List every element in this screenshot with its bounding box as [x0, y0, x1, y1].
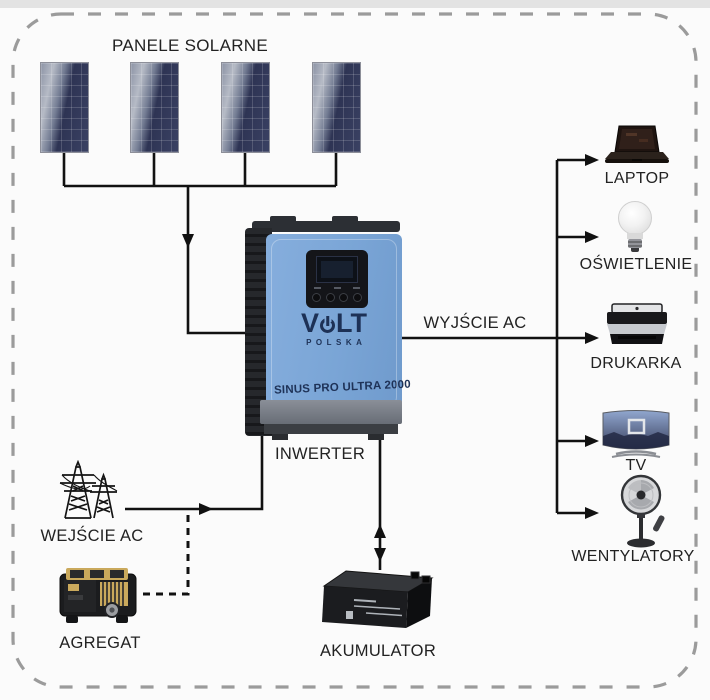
inverter-top: [252, 221, 400, 232]
solar-panel-icon: [130, 62, 179, 153]
printer-icon: [607, 303, 667, 344]
ac-input-label: WEJŚCIE AC: [40, 527, 144, 545]
device-label-tv: TV: [625, 457, 647, 474]
top-strip: [0, 0, 710, 8]
tv-icon: [602, 410, 670, 458]
volt-logo-sub: POLSKA: [306, 338, 367, 347]
arrowheads: [182, 154, 599, 562]
device-label-fans: WENTYLATORY: [571, 548, 695, 565]
generator-label: AGREGAT: [59, 634, 141, 652]
generator-icon: [59, 568, 137, 623]
battery-icon: [322, 570, 434, 628]
inverter-mount-tab: [332, 216, 358, 222]
indicator-marks: [314, 287, 360, 289]
lightbulb-icon: [614, 201, 656, 252]
inverter-mount-tab: [270, 216, 296, 222]
ac-output-trunk: [402, 160, 586, 513]
laptop-icon: [605, 125, 669, 163]
solar-panel-icon: [312, 62, 361, 153]
pv-wire: [62, 152, 338, 335]
solar-panel-icon: [221, 62, 270, 153]
generator-dashed-wire: [143, 509, 190, 596]
ac-input-wire: [125, 436, 264, 511]
ac-output-label: WYJŚCIE AC: [423, 314, 527, 332]
battery-label: AKUMULATOR: [319, 642, 437, 660]
inverter-foot: [272, 434, 288, 440]
inverter-buttons: [312, 293, 362, 302]
device-label-lighting: OŚWIETLENIE: [579, 256, 693, 273]
inverter-label: INWERTER: [274, 445, 366, 463]
inverter-display: [306, 250, 368, 308]
power-symbol-icon: [320, 318, 336, 333]
solar-panel-icon: [40, 62, 89, 153]
device-label-printer: DRUKARKA: [590, 355, 682, 372]
inverter-base: [264, 424, 398, 434]
title: PANELE SOLARNE: [112, 36, 268, 55]
lcd-screen-icon: [316, 256, 358, 283]
power-towers-icon: [59, 460, 118, 519]
inverter-model: SINUS PRO ULTRA 2000: [273, 378, 412, 397]
inverter-foot: [368, 434, 384, 440]
fan-icon: [620, 474, 665, 548]
inverter-bottom-band: [260, 400, 402, 424]
device-label-laptop: LAPTOP: [604, 170, 670, 187]
